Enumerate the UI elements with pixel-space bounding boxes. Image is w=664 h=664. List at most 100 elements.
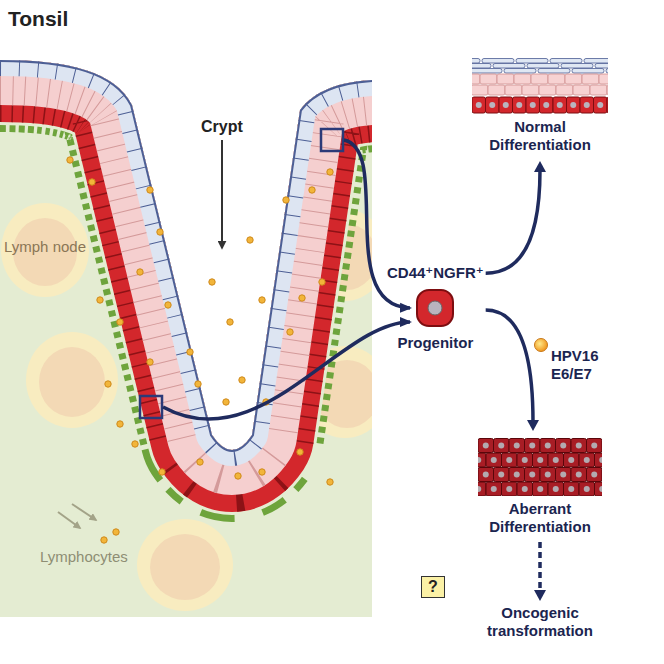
cell-shape <box>594 97 608 113</box>
node-text: ? <box>428 578 438 596</box>
lymphocyte <box>117 421 123 427</box>
hpv-virion <box>535 339 548 352</box>
cell-nucleus <box>491 486 497 492</box>
cell-nucleus <box>529 472 535 478</box>
cell-shape <box>494 439 510 453</box>
cell-shape <box>580 97 594 113</box>
cell-shape <box>527 64 559 69</box>
region-marker <box>140 396 162 418</box>
lymphocyte <box>309 187 315 193</box>
figure-title: Tonsil <box>8 6 68 31</box>
cell-shape <box>417 290 453 326</box>
cell-shape <box>504 69 536 74</box>
cell-shape <box>567 97 581 113</box>
cell-shape <box>533 453 549 467</box>
cell-shape <box>540 468 556 482</box>
cell-shape <box>478 482 486 496</box>
cell-shape <box>573 85 590 95</box>
connector <box>534 542 546 601</box>
cell-shape <box>599 74 608 84</box>
cell-nucleus <box>576 443 582 449</box>
lymphocyte <box>89 179 95 185</box>
cell-nucleus <box>530 102 536 108</box>
cell-shape <box>522 85 539 95</box>
cell-nucleus <box>506 457 512 463</box>
lymphocyte <box>159 469 165 475</box>
lymphocyte <box>297 449 303 455</box>
cell-nucleus <box>591 443 597 449</box>
cell-nucleus <box>498 472 504 478</box>
cell-shape <box>550 59 582 64</box>
cell-shape <box>478 468 494 482</box>
cell-nucleus <box>568 486 574 492</box>
lymphocyte <box>117 319 123 325</box>
cell-nucleus <box>545 443 551 449</box>
cell-nucleus <box>537 486 543 492</box>
cell-shape <box>478 439 494 453</box>
cell-nucleus <box>483 472 489 478</box>
tissue-layers <box>0 60 389 611</box>
lymphocyte <box>197 459 203 465</box>
lymphocyte <box>299 295 305 301</box>
cell-nucleus <box>553 486 559 492</box>
arrow-head <box>534 590 546 601</box>
aberrant-differentiation-node: Aberrant Differentiation <box>470 434 610 540</box>
crypt-arrow <box>221 140 223 248</box>
cell-shape <box>607 97 608 113</box>
epithelium <box>0 60 372 450</box>
outcome-node: Oncogenic transformation <box>465 604 615 644</box>
cell-nucleus <box>584 102 590 108</box>
cell-shape <box>472 74 480 84</box>
cell-shape <box>607 85 608 95</box>
cell-nucleus <box>560 472 566 478</box>
cell-shape <box>480 74 497 84</box>
cell-nucleus <box>599 457 602 463</box>
cell-shape <box>556 439 572 453</box>
lymphocyte <box>247 237 253 243</box>
lymphocyte <box>259 297 265 303</box>
lymphocyte <box>227 319 233 325</box>
cell-shape <box>472 97 486 113</box>
normal-differentiation-node: Normal Differentiation <box>470 54 610 158</box>
lymphocyte <box>67 157 73 163</box>
basal-cell-borders <box>0 60 372 450</box>
lymph-follicle-core <box>150 534 220 600</box>
stroma-gap <box>0 60 372 450</box>
cell-shape <box>472 59 480 64</box>
lymphocyte <box>327 479 333 485</box>
cell-shape <box>509 439 525 453</box>
cell-shape <box>553 97 567 113</box>
progenitor-cell-shape <box>413 286 457 330</box>
cell-nucleus <box>545 472 551 478</box>
lymphocyte <box>195 381 201 387</box>
lymphocyte-pointer <box>58 512 80 528</box>
edge-label: HPV16 E6/E7 <box>551 347 611 383</box>
cell-shape <box>564 453 580 467</box>
cell-shape <box>494 468 510 482</box>
question-box: ? <box>421 576 445 598</box>
cell-shape <box>561 64 593 69</box>
lymphocyte <box>157 229 163 235</box>
cell-shape <box>587 468 603 482</box>
region-marker <box>321 129 343 151</box>
lymphocyte <box>132 441 138 447</box>
cell-nucleus <box>537 457 543 463</box>
cell-nucleus <box>568 457 574 463</box>
isolation-arrow <box>344 140 410 308</box>
normal-epithelium <box>472 58 608 114</box>
cell-nucleus <box>506 486 512 492</box>
cell-nucleus <box>584 457 590 463</box>
progenitor-node: CD44⁺NGFR⁺Progenitor <box>387 264 484 356</box>
cell-shape <box>540 97 554 113</box>
cell-shape <box>548 482 564 496</box>
cell-nucleus <box>491 457 497 463</box>
node-text: Normal Differentiation <box>470 118 610 154</box>
cell-nucleus <box>570 102 576 108</box>
node-text: Aberrant Differentiation <box>470 500 610 536</box>
cell-nucleus <box>522 457 528 463</box>
lymphocytes-label: Lymphocytes <box>40 548 128 566</box>
surface-line <box>0 60 372 450</box>
lymphocyte <box>165 302 171 308</box>
cell-shape <box>606 69 608 74</box>
cell-shape <box>488 85 505 95</box>
